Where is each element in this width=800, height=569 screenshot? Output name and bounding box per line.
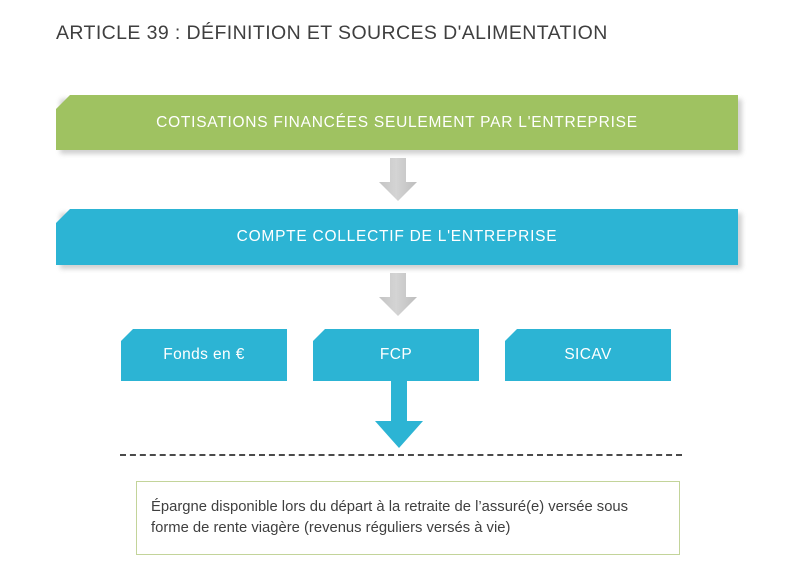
outcome-text: Épargne disponible lors du départ à la r… <box>151 498 629 536</box>
page-title: ARTICLE 39 : DÉFINITION ET SOURCES D'ALI… <box>56 22 608 44</box>
dashed-divider <box>120 454 682 456</box>
banner-compte-label: COMPTE COLLECTIF DE L'ENTREPRISE <box>236 228 558 245</box>
option-box-fonds-en-euros-label: Fonds en € <box>163 346 245 363</box>
option-box-fonds-en-euros: Fonds en € <box>121 329 287 381</box>
banner-cotisations: COTISATIONS FINANCÉES SEULEMENT PAR L'EN… <box>56 95 738 150</box>
option-box-fcp-label: FCP <box>379 346 413 363</box>
option-box-sicav-label: SICAV <box>564 346 612 363</box>
down-arrow-icon-compte-to-options <box>376 273 420 317</box>
outcome-box: Épargne disponible lors du départ à la r… <box>136 481 680 555</box>
banner-compte-collectif: COMPTE COLLECTIF DE L'ENTREPRISE <box>56 209 738 265</box>
down-arrow-icon-cotisations-to-compte <box>376 158 420 202</box>
option-box-sicav: SICAV <box>505 329 671 381</box>
down-arrow-icon-fcp-to-outcome <box>372 381 426 449</box>
option-box-fcp: FCP <box>313 329 479 381</box>
banner-cotisations-label: COTISATIONS FINANCÉES SEULEMENT PAR L'EN… <box>156 113 638 131</box>
